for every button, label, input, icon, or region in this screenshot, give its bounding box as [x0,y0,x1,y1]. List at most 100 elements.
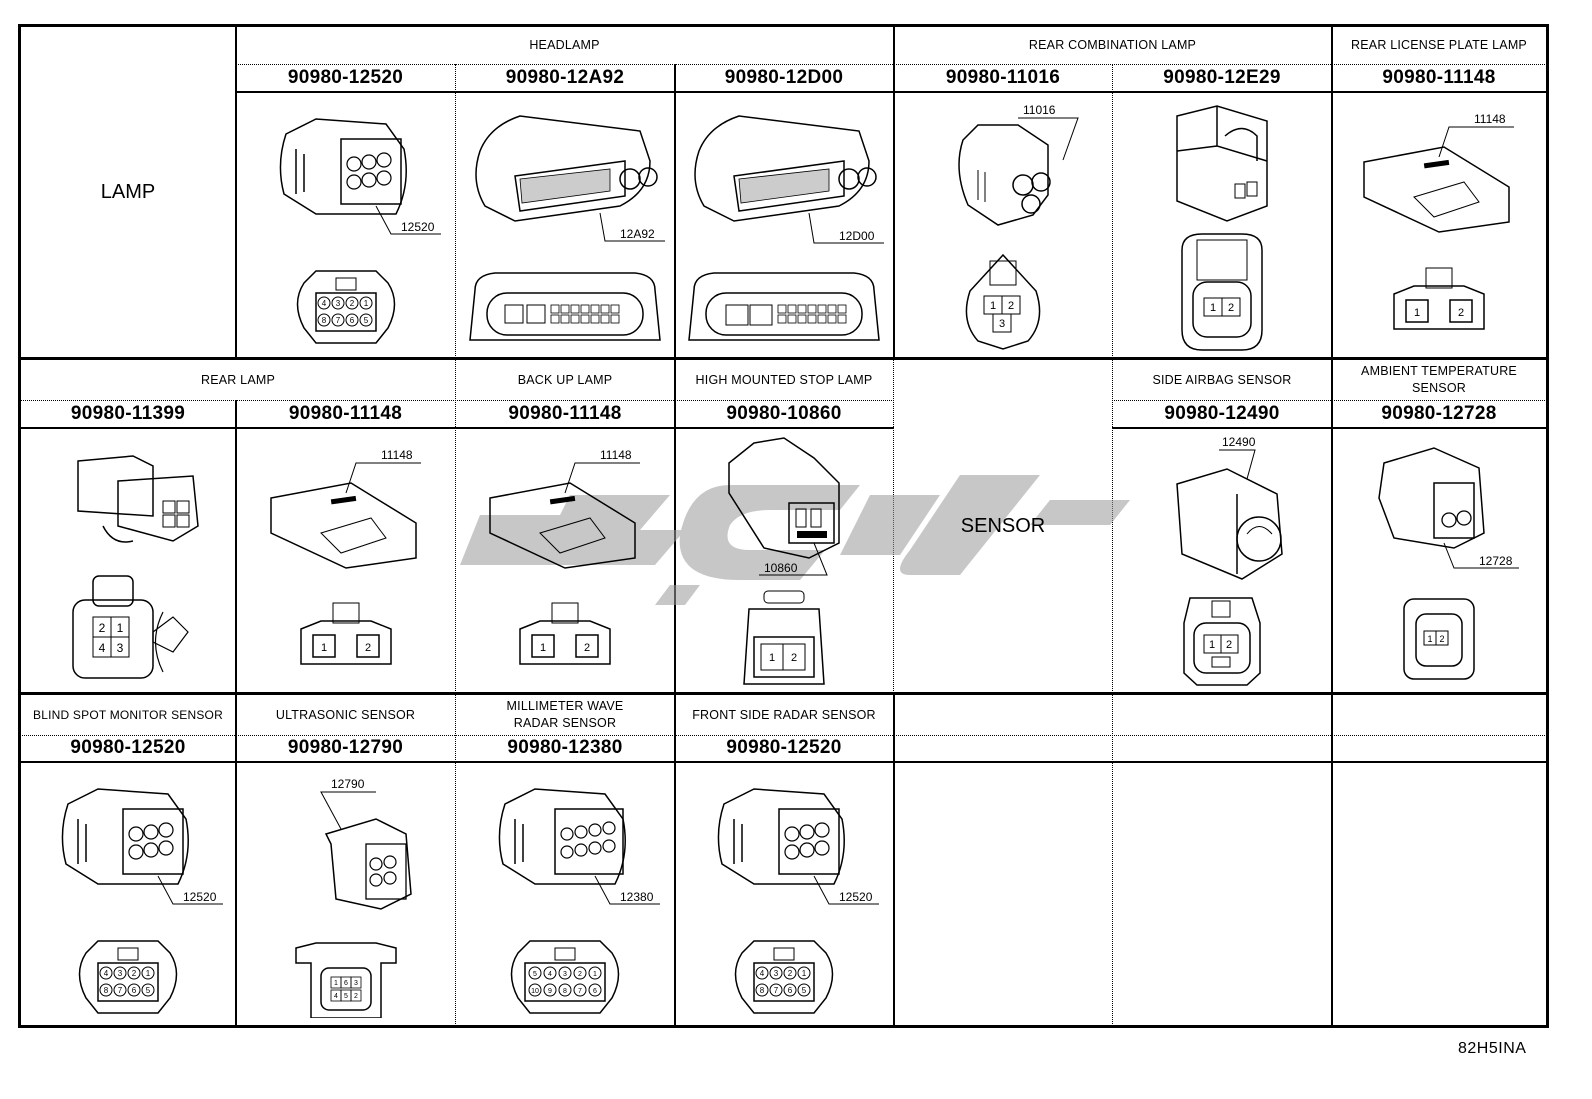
grid-line [455,64,456,358]
callout-label: 12790 [331,777,365,791]
connector-drawing: 12A92 [456,94,674,357]
header-side-airbag-sensor: SIDE AIRBAG SENSOR [1152,372,1292,387]
svg-text:3: 3 [563,971,567,978]
svg-text:5: 5 [363,316,368,325]
connector-drawing: 12728 1 2 [1332,430,1546,692]
connector-face-icon [469,272,661,341]
svg-text:4: 4 [334,993,338,1000]
grid-line [235,400,237,693]
svg-text:2: 2 [1228,302,1234,314]
connector-isometric-icon: 12790 [319,777,412,910]
grid-line [18,692,1549,695]
svg-text:9: 9 [548,988,552,995]
callout-label: 11148 [1474,112,1506,126]
callout-label: 12D00 [839,229,875,243]
grid-line [1112,358,1113,693]
svg-text:1: 1 [769,652,775,664]
grid-line [1331,358,1333,693]
connector-face-icon: 1 2 [519,602,611,665]
grid-line [18,357,1549,360]
grid-line [18,761,1549,763]
svg-text:1: 1 [990,300,996,312]
svg-text:2: 2 [364,642,370,654]
svg-text:4: 4 [104,969,109,978]
svg-text:4: 4 [321,299,326,308]
group-label-sensor: SENSOR [960,514,1046,537]
svg-text:2: 2 [788,969,793,978]
connector-isometric-icon: 11016 [958,103,1079,226]
callout-label: 12520 [401,220,435,234]
grid-line [1112,64,1113,358]
part-number: 90980-12728 [1381,402,1497,424]
connector-isometric-icon: 11148 [1363,112,1514,234]
connector-isometric-icon: 12520 [717,787,879,905]
header-rear-license-plate-lamp: REAR LICENSE PLATE LAMP [1351,38,1527,52]
svg-text:8: 8 [563,988,567,995]
svg-text:6: 6 [788,986,793,995]
svg-text:4: 4 [99,641,106,655]
part-number: 90980-12520 [70,737,186,758]
connector-face-icon: 1 2 [1181,233,1263,351]
part-number: 90980-12790 [287,737,404,758]
svg-text:8: 8 [760,986,765,995]
header-ultrasonic-sensor: ULTRASONIC SENSOR [275,707,416,722]
svg-text:1: 1 [334,980,338,987]
connector-face-icon: 1 2 [1393,267,1485,330]
svg-text:2: 2 [1458,307,1464,319]
callout-label: 12380 [620,890,654,904]
svg-text:1: 1 [1427,634,1432,644]
callout-label: 12520 [183,890,217,904]
connector-drawing: 1 2 [1113,94,1331,357]
svg-text:7: 7 [335,316,340,325]
svg-text:2: 2 [578,971,582,978]
header-high-mounted-stop-lamp: HIGH MOUNTED STOP LAMP [695,372,873,387]
svg-text:2: 2 [791,652,797,664]
svg-text:7: 7 [118,986,123,995]
svg-text:6: 6 [132,986,137,995]
svg-text:2: 2 [1008,300,1014,312]
connector-face-icon: 1 2 [1403,598,1475,680]
callout-label: 12A92 [620,227,655,241]
svg-text:6: 6 [344,980,348,987]
part-number: 90980-10860 [726,402,842,424]
svg-text:3: 3 [774,969,779,978]
svg-text:5: 5 [533,971,537,978]
grid-line [1331,24,1333,358]
callout-label: 11148 [600,448,632,462]
part-number: 90980-12A92 [505,66,625,88]
grid-line [235,24,237,358]
grid-line [455,693,456,1028]
connector-face-icon [688,272,880,341]
connector-drawing: 11016 1 2 3 [894,94,1112,357]
svg-text:6: 6 [349,316,354,325]
connector-drawing: 11148 1 2 [456,430,674,692]
connector-isometric-icon: 12520 [279,117,441,234]
connector-isometric-icon: 10860 [728,437,840,576]
svg-text:1: 1 [593,971,597,978]
callout-label: 11016 [1023,103,1056,117]
svg-text:3: 3 [118,969,123,978]
svg-text:2: 2 [132,969,137,978]
connector-isometric-icon: 11148 [489,448,640,569]
header-rear-lamp: REAR LAMP [200,372,276,387]
part-number: 90980-11016 [945,66,1061,88]
connector-isometric-icon [77,454,199,543]
connector-drawing: 12490 1 2 [1113,430,1331,692]
connector-isometric-icon: 12D00 [694,115,884,244]
svg-text:5: 5 [802,986,807,995]
grid-line [236,64,1549,65]
part-number: 90980-12E29 [1163,66,1281,88]
grid-line [1112,427,1549,429]
grid-line [1112,400,1549,401]
header-empty [894,695,1112,735]
connector-drawing: 10860 1 2 [675,430,893,692]
grid-line [893,24,895,358]
grid-line [18,427,894,429]
